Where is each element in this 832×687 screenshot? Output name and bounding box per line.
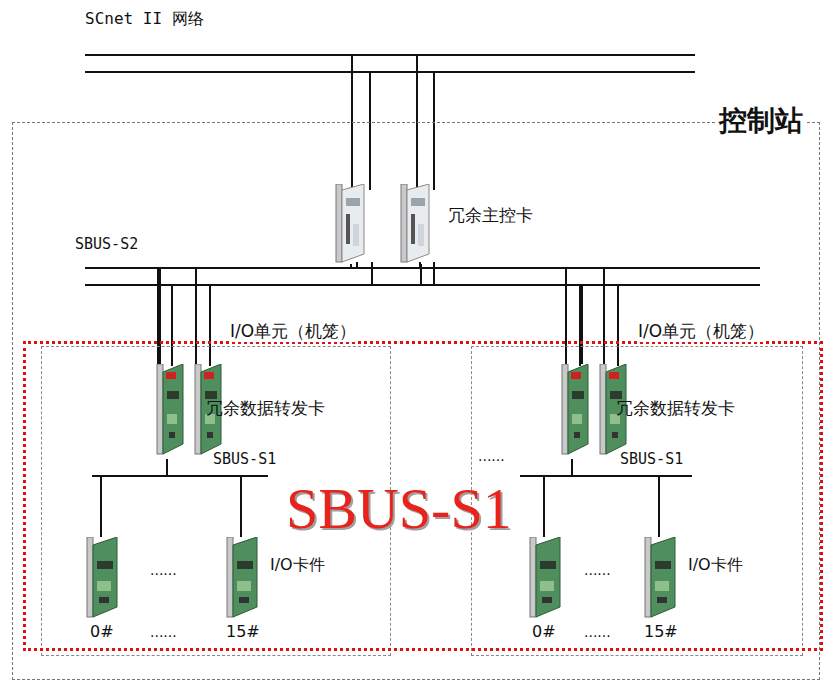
bus-connector [167, 459, 241, 537]
sbus-s1-highlight: SBUS-S1 [23, 341, 823, 651]
node-label: 控制站 [715, 105, 807, 137]
drop-wire [617, 285, 619, 366]
drop-wire [603, 268, 605, 366]
drop-wire [157, 268, 159, 366]
drop-wire [209, 285, 211, 366]
ellipsis: ...... [478, 448, 505, 464]
card-illustration [527, 537, 567, 619]
card-label: I/O卡件 [688, 556, 743, 574]
node-label: 15# [226, 623, 260, 641]
node-label: 15# [644, 623, 678, 641]
card-illustration [642, 537, 682, 619]
bus-connector [160, 264, 351, 364]
io-card: 0# [527, 537, 571, 647]
bus-name: SBUS-S1 [620, 451, 683, 468]
bus-connector [101, 459, 167, 537]
drop-wire [433, 72, 435, 190]
drop-wire [356, 262, 358, 268]
card-illustration [224, 537, 264, 619]
node-label: 0# [90, 623, 114, 641]
drop-wire [171, 285, 173, 366]
bus-connector [544, 459, 572, 537]
node-label: 冗余数据转发卡 [206, 399, 325, 419]
network-line [85, 71, 695, 73]
drop-wire [369, 72, 371, 190]
forwarder-card-pair: 冗余数据转发卡 [542, 364, 792, 459]
node-label: I/O单元（机笼） [230, 322, 356, 342]
io-card: 0# [84, 537, 128, 647]
drop-wire [433, 262, 435, 285]
node-label: 冗余数据转发卡 [616, 399, 735, 419]
node-label: I/O单元（机笼） [638, 322, 764, 342]
io-card: 15# [224, 537, 268, 647]
card-illustration [84, 537, 124, 619]
ellipsis: ...... [150, 624, 177, 640]
io-card: 15# [642, 537, 686, 647]
main-controller-pair: 冗余主控卡 [331, 184, 541, 264]
control-station-region: 控制站冗余主控卡I/O单元（机笼）冗余数据转发卡0#15#I/O单元（机笼）冗余… [12, 122, 820, 680]
card-illustration [331, 184, 441, 264]
forwarder-card-pair: 冗余数据转发卡 [137, 364, 372, 459]
node-label: 冗余主控卡 [448, 206, 533, 226]
drop-wire [371, 262, 373, 285]
ellipsis: ...... [584, 562, 611, 578]
drop-wire [195, 268, 197, 366]
ellipsis: ...... [150, 562, 177, 578]
bus-highlight-text: SBUS-S1 [286, 480, 512, 538]
network-name: SCnet II 网络 [85, 10, 204, 28]
io-unit-box: I/O单元（机笼）冗余数据转发卡0#15# [471, 346, 803, 656]
node-label: 0# [532, 623, 556, 641]
drop-wire [579, 285, 581, 366]
bus-connector [572, 459, 659, 537]
drop-wire [565, 268, 567, 366]
card-label: I/O卡件 [270, 556, 325, 574]
network-line [85, 54, 695, 56]
bus-name: SBUS-S2 [75, 236, 138, 253]
bus-connector [421, 264, 582, 364]
bus-name: SBUS-S1 [213, 451, 276, 468]
ellipsis: ...... [584, 624, 611, 640]
